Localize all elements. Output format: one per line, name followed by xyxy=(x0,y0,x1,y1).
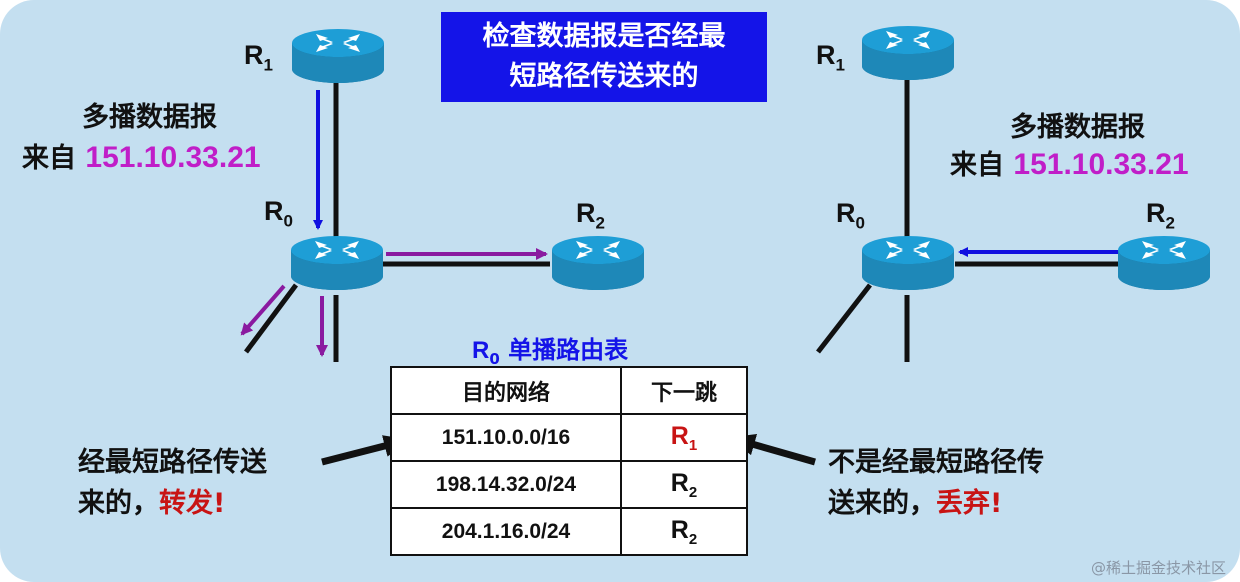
table-row: 204.1.16.0/24 R2 xyxy=(390,507,748,556)
table-cell-hop: R2 xyxy=(620,460,748,509)
right-network-links xyxy=(816,80,1118,362)
unicast-routing-table: 目的网络 下一跳 151.10.0.0/16 R1 198.14.32.0/24… xyxy=(390,366,748,556)
hop-r: R xyxy=(670,515,689,544)
title-line-1: 检查数据报是否经最 xyxy=(482,21,726,52)
left-from-label: 来自 xyxy=(22,143,76,174)
table-cell-hop: R2 xyxy=(620,507,748,556)
table-cell-network: 151.10.0.0/16 xyxy=(390,413,622,462)
forward-action-label: 转发! xyxy=(159,488,226,519)
router-icon xyxy=(292,29,384,83)
right-note-line-2: 送来的，丢弃! xyxy=(828,481,1002,520)
table-header-row: 目的网络 下一跳 xyxy=(390,366,748,415)
header-destination: 目的网络 xyxy=(390,366,622,415)
table-cell-hop: R1 xyxy=(620,413,748,462)
router-icon xyxy=(862,236,954,290)
watermark: @稀土掘金技术社区 xyxy=(1090,559,1226,577)
discard-action-label: 丢弃! xyxy=(936,488,1003,519)
router-icon xyxy=(552,236,644,290)
title-line-2: 短路径传送来的 xyxy=(509,61,699,92)
right-note-line-1: 不是经最短路径传 xyxy=(828,447,1044,478)
right-datagram-label: 多播数据报 xyxy=(1010,112,1145,143)
router-icon xyxy=(862,26,954,80)
left-note-line-1: 经最短路径传送 xyxy=(78,447,267,478)
left-r2-label: R2 xyxy=(576,198,605,233)
table-row: 198.14.32.0/24 R2 xyxy=(390,460,748,509)
hop-r: R xyxy=(670,421,689,450)
hop-sub: 2 xyxy=(688,483,698,501)
left-datagram-label: 多播数据报 xyxy=(82,102,217,133)
router-icon xyxy=(291,236,383,290)
header-next-hop: 下一跳 xyxy=(620,366,748,415)
caption-text: 单播路由表 xyxy=(508,336,629,364)
caption-r: R xyxy=(472,337,490,364)
right-source-line: 来自 151.10.33.21 xyxy=(950,143,1189,182)
right-from-label: 来自 xyxy=(950,150,1004,181)
left-source-ip: 151.10.33.21 xyxy=(85,141,261,174)
router-icon xyxy=(1118,236,1210,290)
left-r0-label: R0 xyxy=(264,196,293,231)
left-network-links xyxy=(243,80,550,362)
right-r2-label: R2 xyxy=(1146,198,1175,233)
right-r0-label: R0 xyxy=(836,198,865,233)
routing-table-caption: R0 单播路由表 xyxy=(472,330,628,368)
right-source-ip: 151.10.33.21 xyxy=(1013,148,1189,181)
left-note-line-2: 来的，转发! xyxy=(78,481,225,520)
caption-sub: 0 xyxy=(489,349,500,368)
table-cell-network: 204.1.16.0/24 xyxy=(390,507,622,556)
table-row: 151.10.0.0/16 R1 xyxy=(390,413,748,462)
hop-r: R xyxy=(670,468,689,497)
hop-sub: 2 xyxy=(688,530,698,548)
right-note-prefix: 送来的， xyxy=(828,488,936,519)
hop-sub: 1 xyxy=(688,436,698,454)
left-r1-label: R1 xyxy=(244,40,273,75)
right-r1-label: R1 xyxy=(816,40,845,75)
title-box: 检查数据报是否经最 短路径传送来的 xyxy=(441,12,767,102)
table-cell-network: 198.14.32.0/24 xyxy=(390,460,622,509)
left-note-prefix: 来的， xyxy=(78,488,159,519)
left-source-line: 来自 151.10.33.21 xyxy=(22,136,261,175)
forward-arrow-down-left xyxy=(240,284,286,336)
